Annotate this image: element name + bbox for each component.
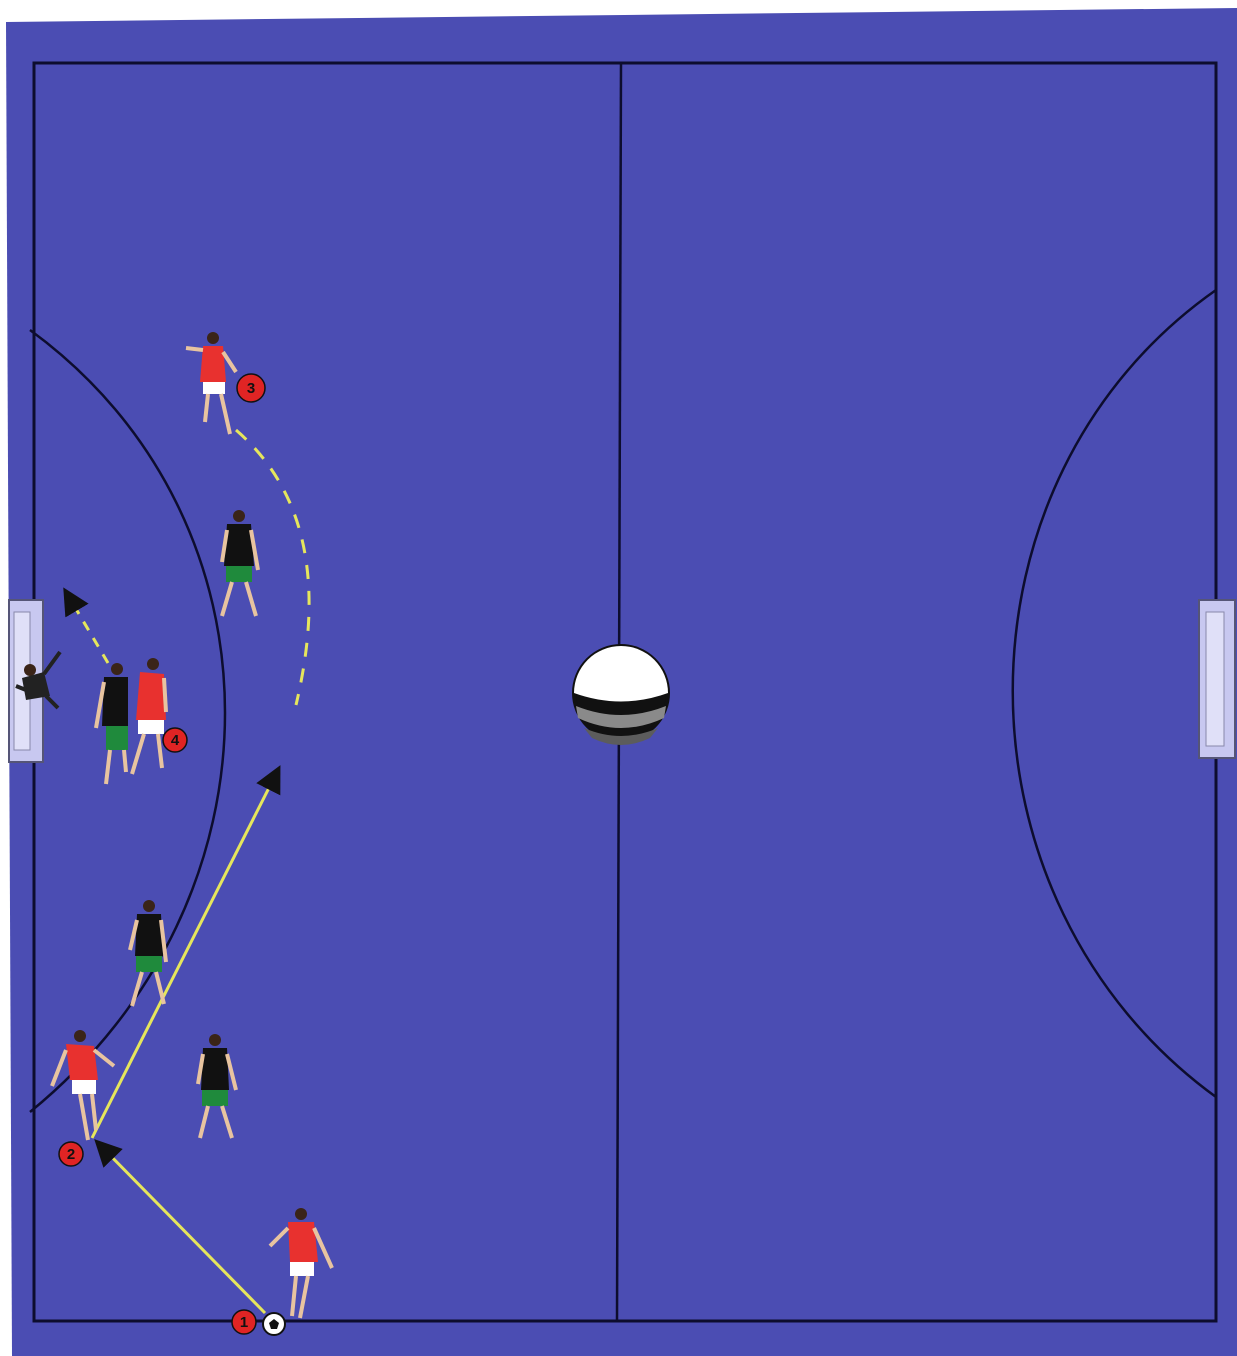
soccer-ball-icon xyxy=(263,1313,285,1335)
marker-3: 3 xyxy=(237,374,265,402)
marker-2: 2 xyxy=(59,1142,83,1166)
marker-4: 4 xyxy=(163,728,187,752)
right-goal xyxy=(1199,600,1235,758)
marker-label: 2 xyxy=(67,1146,75,1163)
marker-label: 3 xyxy=(247,380,255,397)
marker-1: 1 xyxy=(232,1310,256,1334)
marker-label: 4 xyxy=(171,732,180,749)
center-emblem xyxy=(574,646,668,745)
marker-label: 1 xyxy=(240,1314,248,1331)
